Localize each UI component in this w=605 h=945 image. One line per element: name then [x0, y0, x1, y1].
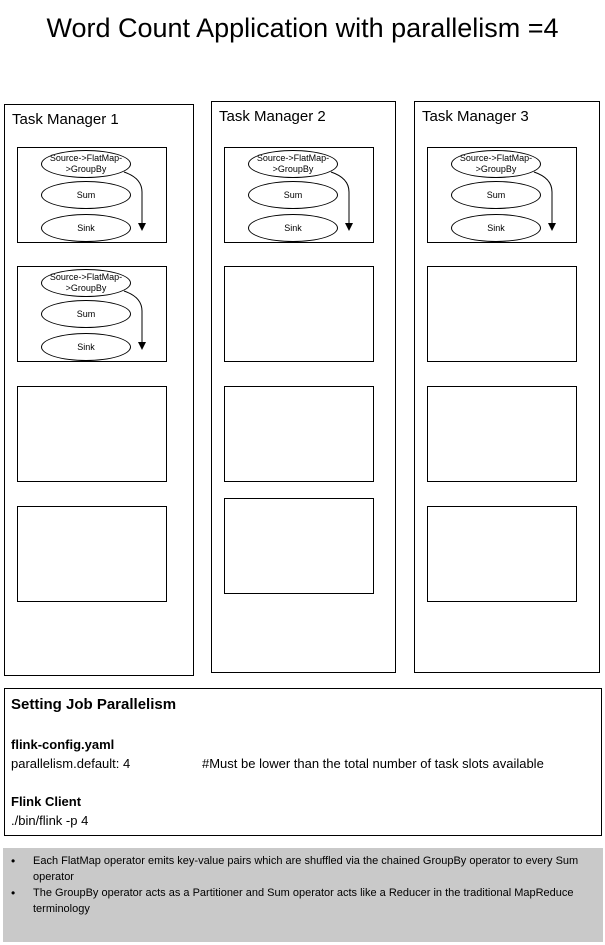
operator-label: Sink: [284, 222, 302, 233]
config-file-title: flink-config.yaml: [11, 737, 115, 752]
operator-label: Sum: [76, 189, 96, 200]
source-flatmap-groupby-operator: Source->FlatMap->GroupBy: [41, 150, 131, 178]
task-slot: [427, 506, 577, 602]
task-slot: [17, 506, 167, 602]
operator-label: Sink: [487, 222, 505, 233]
sink-operator: Sink: [41, 214, 131, 242]
operator-label: Sum: [486, 189, 506, 200]
sum-operator: Sum: [41, 181, 131, 209]
operator-label: Source->FlatMap->GroupBy: [49, 272, 123, 293]
task-slot: [427, 386, 577, 482]
task-manager-label: Task Manager 1: [12, 111, 119, 128]
task-slot: [224, 498, 374, 594]
task-manager-label: Task Manager 2: [219, 108, 326, 125]
sink-operator: Sink: [248, 214, 338, 242]
notes-list: Each FlatMap operator emits key-value pa…: [3, 848, 603, 917]
source-flatmap-groupby-operator: Source->FlatMap->GroupBy: [248, 150, 338, 178]
operator-label: Source->FlatMap->GroupBy: [49, 153, 123, 174]
operator-label: Sum: [76, 308, 96, 319]
sum-operator: Sum: [248, 181, 338, 209]
sum-operator: Sum: [451, 181, 541, 209]
note-item: Each FlatMap operator emits key-value pa…: [11, 853, 593, 885]
diagram-title: Word Count Application with parallelism …: [46, 13, 559, 43]
operator-label: Source->FlatMap->GroupBy: [256, 153, 330, 174]
sum-operator: Sum: [41, 300, 131, 328]
client-command: ./bin/flink -p 4: [11, 813, 89, 828]
panel-heading: Setting Job Parallelism: [11, 696, 177, 713]
task-slot: [224, 386, 374, 482]
config-note: #Must be lower than the total number of …: [202, 756, 544, 771]
task-slot: [427, 266, 577, 362]
operator-label: Sink: [77, 222, 95, 233]
operator-label: Source->FlatMap->GroupBy: [459, 153, 533, 174]
client-title: Flink Client: [11, 794, 82, 809]
task-manager-label: Task Manager 3: [422, 108, 529, 125]
notes-box: Each FlatMap operator emits key-value pa…: [3, 848, 603, 942]
operator-label: Sum: [283, 189, 303, 200]
operator-label: Sink: [77, 341, 95, 352]
note-item: The GroupBy operator acts as a Partition…: [11, 885, 593, 917]
sink-operator: Sink: [451, 214, 541, 242]
task-slot: [17, 386, 167, 482]
sink-operator: Sink: [41, 333, 131, 361]
source-flatmap-groupby-operator: Source->FlatMap->GroupBy: [451, 150, 541, 178]
task-slot: [224, 266, 374, 362]
config-line: parallelism.default: 4: [11, 756, 131, 771]
source-flatmap-groupby-operator: Source->FlatMap->GroupBy: [41, 269, 131, 297]
job-parallelism-panel: Setting Job Parallelism flink-config.yam…: [4, 688, 602, 836]
